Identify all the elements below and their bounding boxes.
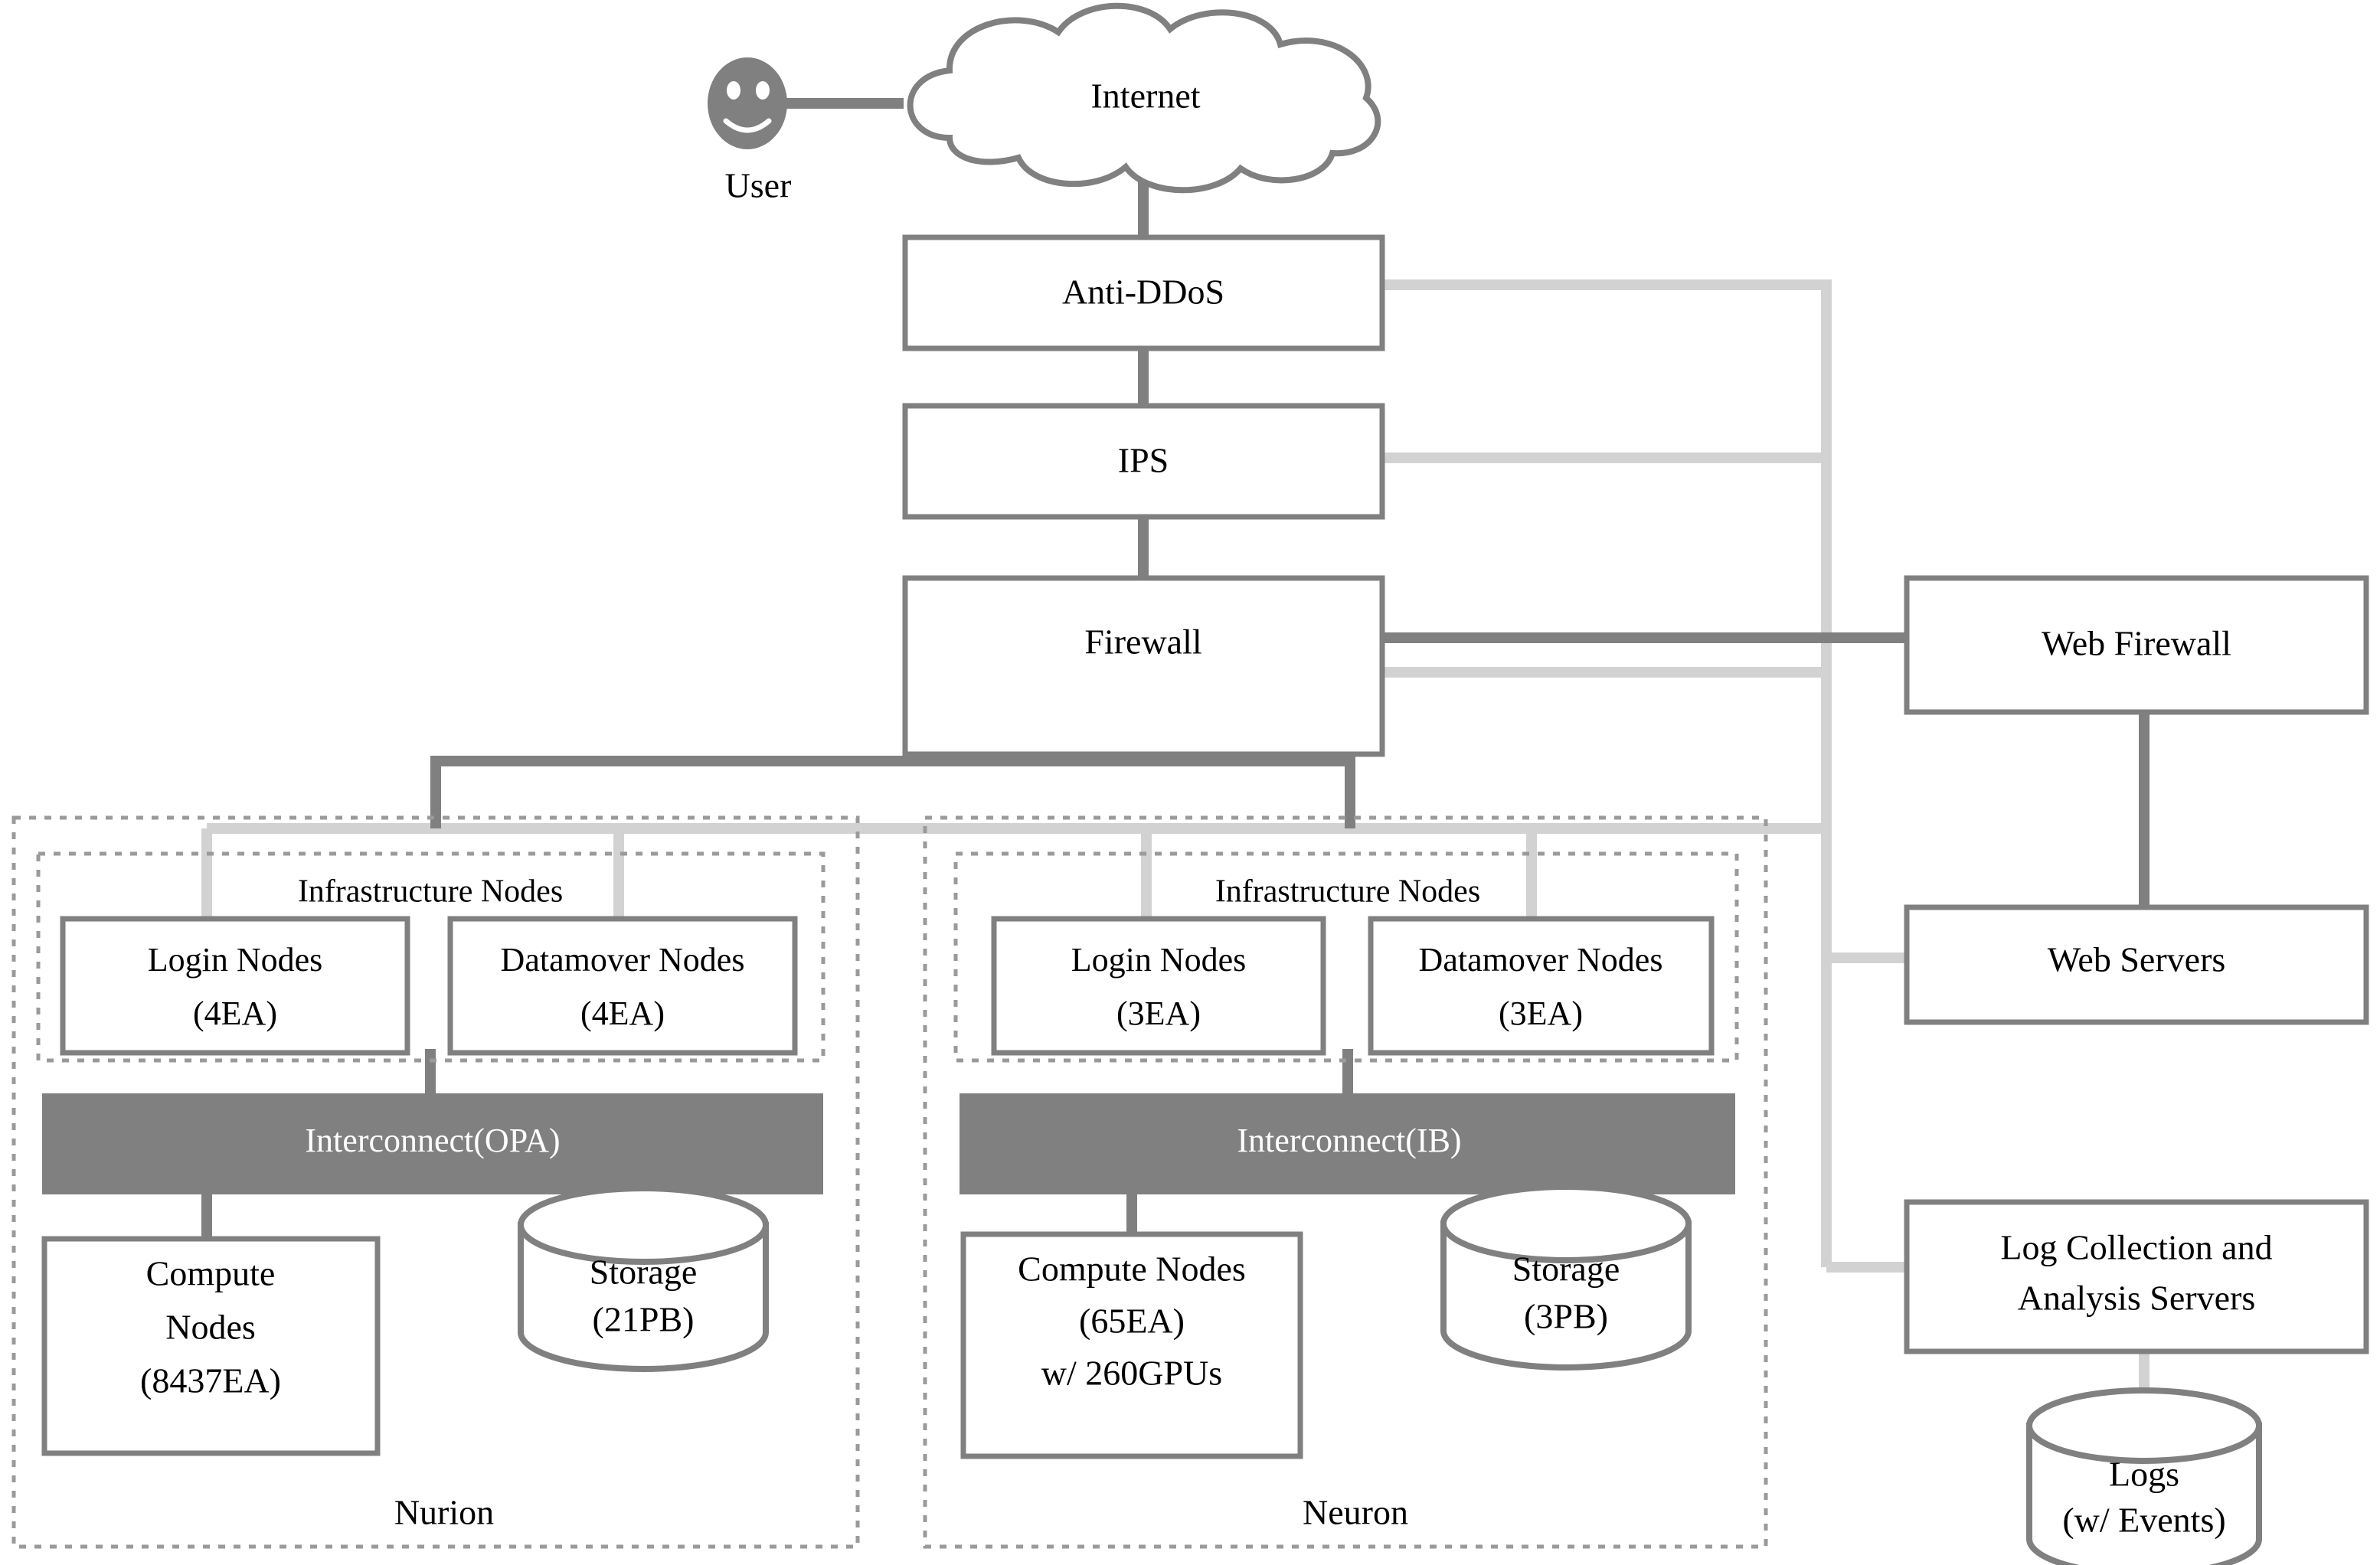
cylinder-top-icon bbox=[1440, 1184, 1692, 1263]
logs-label-line1: Logs bbox=[2109, 1455, 2179, 1494]
internet-cloud: Internet bbox=[907, 2, 1381, 194]
neuron-login-nodes-box[interactable] bbox=[991, 916, 1326, 1056]
web-firewall-box[interactable] bbox=[1904, 575, 2369, 715]
nurion-infra-border bbox=[36, 851, 825, 1063]
web-servers-box[interactable] bbox=[1904, 904, 2369, 1025]
nurion-group-label: Nurion bbox=[394, 1493, 494, 1532]
ips-box[interactable] bbox=[902, 403, 1385, 520]
nurion-infra-label: Infrastructure Nodes bbox=[298, 874, 563, 910]
right-column: Web Firewall Web Servers Log Collection … bbox=[1904, 575, 2369, 1565]
connectors bbox=[201, 98, 2150, 1401]
neuron-infra-label: Infrastructure Nodes bbox=[1215, 874, 1480, 910]
nurion-compute-nodes-box[interactable] bbox=[41, 1236, 381, 1456]
neuron-storage-label-line1: Storage bbox=[1512, 1250, 1620, 1289]
neuron-datamover-label-line1: Datamover Nodes bbox=[1419, 941, 1663, 979]
logs-cylinder[interactable]: Logs (w/ Events) bbox=[2026, 1387, 2262, 1565]
neuron-group-label: Neuron bbox=[1303, 1493, 1408, 1532]
firewall-box[interactable] bbox=[902, 575, 1385, 757]
neuron-infra-border bbox=[953, 851, 1739, 1063]
nurion-login-label-line1: Login Nodes bbox=[148, 941, 323, 979]
log-servers-label-line2: Analysis Servers bbox=[2018, 1279, 2255, 1318]
cluster-group-borders bbox=[11, 815, 1768, 1549]
nurion-datamover-label-line2: (4EA) bbox=[580, 995, 665, 1032]
user-icon bbox=[708, 57, 787, 149]
logs-label-line2: (w/ Events) bbox=[2062, 1501, 2225, 1540]
log-servers-label-line1: Log Collection and bbox=[2000, 1228, 2272, 1267]
nurion-storage-label-line2: (21PB) bbox=[593, 1300, 695, 1339]
cloud-icon bbox=[907, 2, 1381, 194]
neuron-interconnect-bar[interactable] bbox=[960, 1093, 1735, 1194]
neuron-storage-label-line2: (3PB) bbox=[1524, 1297, 1608, 1336]
ips-label: IPS bbox=[1118, 441, 1169, 480]
neuron-login-label-line1: Login Nodes bbox=[1071, 941, 1247, 979]
nurion-compute-label-line2: Nodes bbox=[165, 1308, 256, 1347]
neuron-compute-label-line1: Compute Nodes bbox=[1018, 1250, 1246, 1289]
neuron-group-border bbox=[923, 815, 1768, 1549]
neuron-datamover-nodes-box[interactable] bbox=[1368, 916, 1715, 1056]
neuron-interconnect-label: Interconnect(IB) bbox=[1237, 1122, 1461, 1159]
nurion-interconnect-bar[interactable] bbox=[42, 1093, 823, 1194]
nurion-group-border bbox=[11, 815, 860, 1549]
cylinder-top-icon bbox=[518, 1185, 769, 1265]
nurion-interconnect-label: Interconnect(OPA) bbox=[305, 1122, 560, 1159]
firewall-label: Firewall bbox=[1084, 622, 1201, 662]
cluster-nurion: Infrastructure Nodes Login Nodes (4EA) D… bbox=[41, 874, 823, 1532]
web-servers-label: Web Servers bbox=[2048, 940, 2226, 979]
anti-ddos-box[interactable] bbox=[902, 234, 1385, 351]
neuron-compute-label-line3: w/ 260GPUs bbox=[1041, 1354, 1222, 1393]
neuron-login-label-line2: (3EA) bbox=[1116, 995, 1201, 1032]
neuron-compute-label-line2: (65EA) bbox=[1079, 1302, 1185, 1341]
neuron-datamover-label-line2: (3EA) bbox=[1499, 995, 1583, 1032]
smiley-mouth-icon bbox=[723, 118, 772, 133]
anti-ddos-label: Anti-DDoS bbox=[1062, 273, 1224, 312]
nurion-datamover-label-line1: Datamover Nodes bbox=[501, 941, 745, 979]
security-chain: Anti-DDoS IPS Firewall bbox=[902, 234, 1385, 757]
nurion-compute-label-line1: Compute bbox=[146, 1254, 276, 1293]
neuron-storage-cylinder[interactable]: Storage (3PB) bbox=[1440, 1184, 1692, 1371]
cluster-neuron: Infrastructure Nodes Login Nodes (3EA) D… bbox=[960, 874, 1735, 1532]
nurion-storage-cylinder[interactable]: Storage (21PB) bbox=[518, 1185, 769, 1372]
nurion-storage-label-line1: Storage bbox=[590, 1253, 698, 1292]
internet-label: Internet bbox=[1090, 77, 1200, 116]
smiley-face-icon bbox=[708, 57, 787, 149]
cylinder-database-icon bbox=[518, 1222, 769, 1372]
log-servers-box[interactable] bbox=[1904, 1199, 2369, 1354]
nurion-datamover-nodes-box[interactable] bbox=[447, 916, 798, 1056]
cylinder-database-icon bbox=[2026, 1423, 2262, 1565]
nurion-login-label-line2: (4EA) bbox=[193, 995, 277, 1032]
web-firewall-label: Web Firewall bbox=[2042, 624, 2231, 663]
cylinder-top-icon bbox=[2026, 1387, 2262, 1464]
nurion-login-nodes-box[interactable] bbox=[60, 916, 410, 1056]
smiley-eye-right-icon bbox=[756, 81, 770, 100]
user-label: User bbox=[725, 166, 792, 205]
nurion-compute-label-line3: (8437EA) bbox=[140, 1361, 281, 1400]
cylinder-database-icon bbox=[1440, 1220, 1692, 1371]
neuron-compute-nodes-box[interactable] bbox=[960, 1231, 1303, 1459]
smiley-eye-left-icon bbox=[727, 81, 740, 100]
link-antiddos-logtrunk bbox=[1382, 279, 1832, 1267]
